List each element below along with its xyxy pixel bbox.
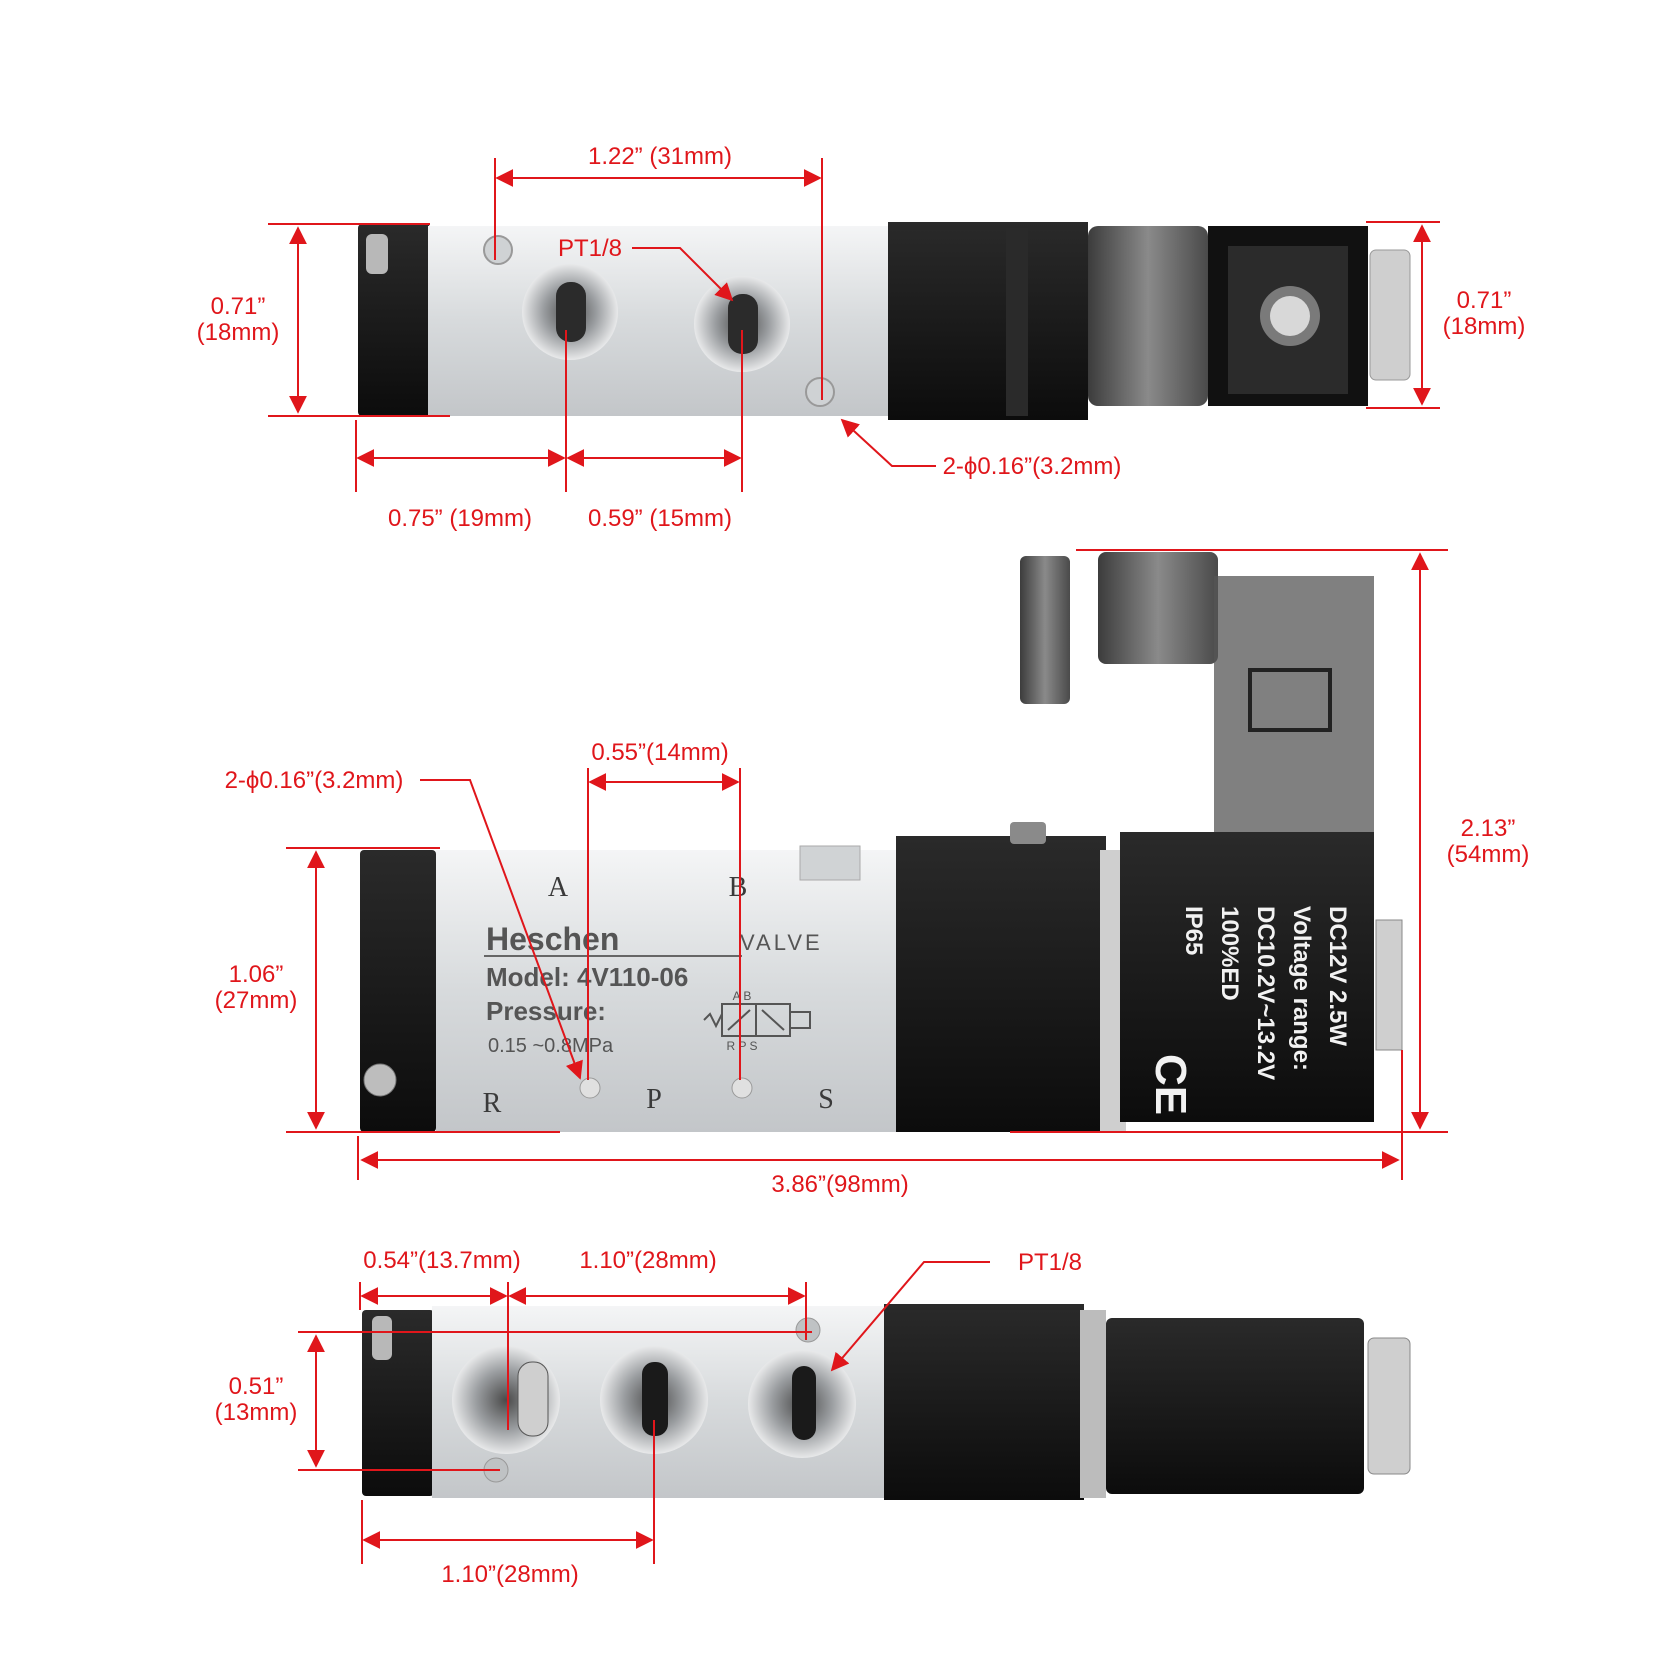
valve-symbol-icon: A B R P S	[703, 989, 811, 1053]
coil-label: DC12V 2.5W Voltage range: DC10.2V~13.2V …	[1180, 906, 1351, 1080]
coil-voltage-range: DC10.2V~13.2V	[1252, 906, 1279, 1080]
bottom-port-thread-label: PT1/8	[1018, 1249, 1082, 1276]
dim-top-edge-to-port: 0.75” (19mm)	[388, 505, 532, 532]
top-connector-gland	[1088, 226, 1208, 406]
bottom-view-valve-body	[362, 1304, 1411, 1500]
dim-bottom-hole-offset-mm: (13mm)	[215, 1399, 298, 1426]
valve-symbol-top: A B	[733, 989, 752, 1003]
dim-side-body-height-in: 1.06”	[229, 961, 284, 988]
dim-side-total-height-in: 2.13”	[1461, 815, 1516, 842]
bottom-view-dimensions: 0.54”(13.7mm) 1.10”(28mm) PT1/8 0.51” (1…	[215, 1247, 1082, 1588]
ce-mark-icon: CE	[1146, 1054, 1195, 1115]
top-port-thread-label: PT1/8	[558, 235, 622, 262]
dim-top-mount-holes: 2-ϕ0.16”(3.2mm)	[943, 453, 1122, 480]
dim-side-total-height-mm: (54mm)	[1447, 841, 1530, 868]
side-view: A B Heschen VALVE Model: 4V110-06 Pressu…	[215, 549, 1530, 1198]
dim-side-total-length: 3.86”(98mm)	[771, 1171, 908, 1198]
nameplate-brand: Heschen	[486, 921, 619, 957]
dim-side-mount-holes: 2-ϕ0.16”(3.2mm)	[225, 767, 404, 794]
side-connector-nut	[1020, 556, 1070, 704]
coil-body	[1120, 832, 1374, 1122]
port-label-s: S	[818, 1084, 834, 1115]
dim-bottom-hole-offset-in: 0.51”	[229, 1373, 284, 1400]
port-label-p: P	[646, 1084, 662, 1115]
dim-side-hole-spacing: 0.55”(14mm)	[591, 739, 728, 766]
dim-bottom-port-spacing-top: 1.10”(28mm)	[579, 1247, 716, 1274]
port-label-r: R	[483, 1088, 502, 1119]
coil-rating: DC12V 2.5W	[1324, 906, 1351, 1046]
top-view: 1.22” (31mm) PT1/8 0.71” (18mm) 0.71” (1…	[197, 143, 1526, 532]
coil-voltage-range-label: Voltage range:	[1288, 906, 1315, 1071]
port-label-b: B	[729, 872, 748, 903]
bottom-view: 0.54”(13.7mm) 1.10”(28mm) PT1/8 0.51” (1…	[215, 1247, 1411, 1588]
dim-top-height-left-in: 0.71”	[211, 293, 266, 320]
dim-top-height-right-mm: (18mm)	[1443, 313, 1526, 340]
side-view-valve-body	[360, 552, 1403, 1132]
coil-ip-rating: IP65	[1180, 906, 1207, 955]
dim-bottom-port-spacing-bottom: 1.10”(28mm)	[441, 1561, 578, 1588]
dim-top-height-left-mm: (18mm)	[197, 319, 280, 346]
coil-duty: 100%ED	[1216, 906, 1243, 1001]
dim-top-height-right-in: 0.71”	[1457, 287, 1512, 314]
side-connector-housing	[1214, 576, 1374, 832]
valve-symbol-bottom: R P S	[726, 1039, 757, 1053]
dim-top-port-to-port: 0.59” (15mm)	[588, 505, 732, 532]
dim-side-body-height-mm: (27mm)	[215, 987, 298, 1014]
dim-bottom-edge-offset: 0.54”(13.7mm)	[363, 1247, 520, 1274]
top-view-dimensions: 1.22” (31mm) PT1/8 0.71” (18mm) 0.71” (1…	[197, 143, 1526, 532]
nameplate-pressure-label: Pressure:	[486, 996, 606, 1026]
port-label-a: A	[548, 872, 569, 903]
side-view-dimensions: 0.55”(14mm) 2-ϕ0.16”(3.2mm) 1.06” (27mm)…	[215, 549, 1530, 1198]
nameplate-pressure-value: 0.15 ~0.8MPa	[488, 1035, 614, 1057]
top-view-valve-body	[358, 222, 1411, 420]
nameplate-valve: VALVE	[740, 930, 823, 955]
side-connector-gland	[1098, 552, 1218, 664]
dim-ports-spacing: 1.22” (31mm)	[588, 143, 732, 170]
